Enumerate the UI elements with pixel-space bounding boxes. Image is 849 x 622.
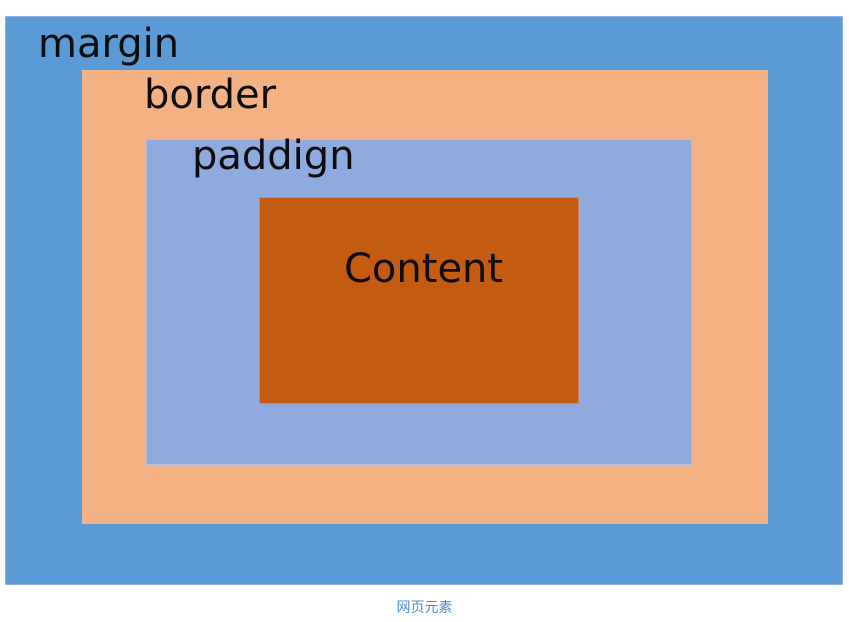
content-label: Content bbox=[344, 246, 504, 292]
content-box bbox=[259, 197, 579, 404]
padding-label: paddign bbox=[192, 133, 355, 179]
figure-caption: 网页元素 bbox=[396, 600, 453, 616]
margin-label: margin bbox=[38, 21, 180, 67]
border-label: border bbox=[144, 72, 277, 118]
